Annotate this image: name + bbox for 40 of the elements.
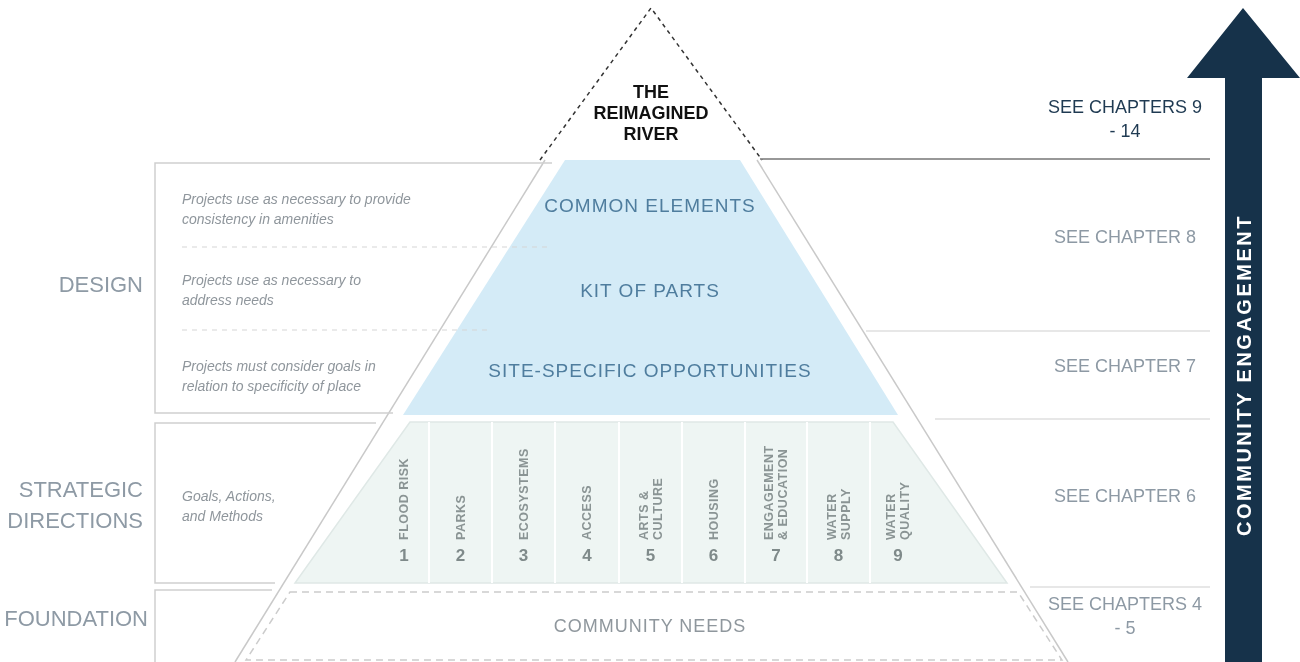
section-note: Projects use as necessary to address needs (182, 271, 362, 310)
apex-title: THE REIMAGINED RIVER (592, 82, 710, 145)
category-label: ACCESS (580, 483, 594, 540)
chapter-reference: SEE CHAPTERS 4 - 5 (1046, 593, 1203, 640)
category-number: 9 (892, 546, 904, 566)
tier-label: COMMUNITY NEEDS (552, 616, 748, 637)
tier-label: KIT OF PARTS (579, 280, 721, 302)
category-label: ENGAGEMENT & EDUCATION (762, 448, 790, 540)
chapter-reference: SEE CHAPTER 7 (1052, 355, 1197, 378)
engagement-arrow (1187, 8, 1300, 662)
chapter-reference: SEE CHAPTERS 9 - 14 (1046, 96, 1203, 143)
category-label: ARTS & CULTURE (636, 478, 665, 540)
category-number: 5 (644, 546, 657, 566)
category-label: WATER SUPPLY (824, 487, 853, 540)
pyramid-apex (540, 8, 762, 160)
category-label: HOUSING (706, 477, 721, 540)
category-label: PARKS (453, 493, 468, 540)
category-number: 2 (454, 546, 467, 566)
chapter-reference: SEE CHAPTER 8 (1052, 226, 1197, 249)
section-note: Goals, Actions, and Methods (182, 487, 277, 526)
section-heading: DESIGN (57, 272, 143, 298)
category-number: 1 (398, 546, 410, 566)
bracket-panel (3, 590, 275, 662)
category-number: 4 (581, 546, 593, 566)
tier-label: SITE-SPECIFIC OPPORTUNITIES (487, 360, 813, 382)
section-note: Projects use as necessary to provide consistency in amenities (182, 190, 412, 229)
category-label: FLOOD RISK (397, 456, 411, 540)
section-heading: FOUNDATION (3, 606, 148, 632)
category-label: WATER QUALITY (884, 480, 912, 540)
category-number: 3 (517, 546, 530, 566)
section-heading: STRATEGIC DIRECTIONS (6, 476, 143, 535)
arrow-label: COMMUNITY ENGAGEMENT (1232, 214, 1256, 536)
chapter-reference: SEE CHAPTER 6 (1052, 485, 1197, 508)
tier-label: COMMON ELEMENTS (543, 195, 757, 217)
section-note: Projects must consider goals in relation to specificity of place (182, 357, 377, 396)
category-number: 8 (832, 546, 845, 566)
pyramid-tier (295, 422, 1007, 583)
category-number: 7 (770, 546, 782, 566)
category-label: ECOSYSTEMS (516, 447, 531, 540)
category-number: 6 (707, 546, 720, 566)
